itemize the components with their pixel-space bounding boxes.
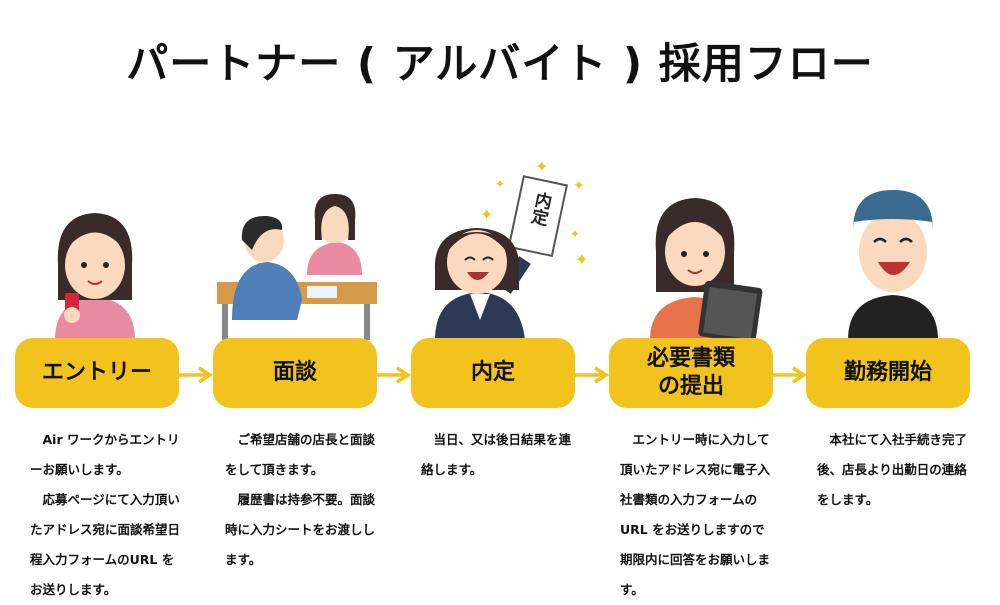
step-interview: 面談 <box>213 338 377 408</box>
description-paragraph: ご希望店舗の店長と面談をして頂きます。 <box>225 432 376 477</box>
interview-illustration <box>217 194 377 340</box>
entry-description: Air ワークからエントリーお願いします。 応募ページにて入力頂いたアドレス宛に… <box>30 425 180 605</box>
documents-illustration <box>650 198 763 340</box>
page-title: パートナー ( アルバイト ) 採用フロー <box>126 39 874 88</box>
description-paragraph: Air ワークからエントリーお願いします。 <box>30 432 180 477</box>
interview-description: ご希望店舗の店長と面談をして頂きます。 履歴書は持参不要。面談時に入力シートをお… <box>225 425 375 575</box>
step-offer: 内定 <box>411 338 575 408</box>
work-start-description: 本社にて入社手続き完了後、店長より出勤日の連絡をします。 <box>817 425 967 515</box>
arrow-right-icon <box>377 366 411 384</box>
description-paragraph: 応募ページにて入力頂いたアドレス宛に面談希望日程入力フォームのURL をお送りし… <box>30 492 181 597</box>
documents-description: エントリー時に入力して頂いたアドレス宛に電子入社書類の入力フォームの URL を… <box>620 425 770 605</box>
step-entry: エントリー <box>15 338 179 408</box>
step-documents: 必要書類 の提出 <box>609 338 773 408</box>
description-paragraph: 本社にて入社手続き完了後、店長より出勤日の連絡をします。 <box>817 432 968 507</box>
svg-text:✦: ✦ <box>495 177 505 191</box>
entry-illustration <box>55 213 135 340</box>
svg-text:✦: ✦ <box>575 250 588 269</box>
description-paragraph: エントリー時に入力して頂いたアドレス宛に電子入社書類の入力フォームの URL を… <box>620 432 771 597</box>
description-paragraph: 当日、又は後日結果を連絡します。 <box>421 432 572 477</box>
arrow-right-icon <box>179 366 213 384</box>
offer-illustration: ✦ ✦ ✦ ✦ ✦ ✦ 内定 <box>434 160 588 340</box>
svg-text:✦: ✦ <box>480 205 493 224</box>
offer-description: 当日、又は後日結果を連絡します。 <box>421 425 571 485</box>
arrow-right-icon <box>773 366 807 384</box>
svg-text:✦: ✦ <box>573 178 585 194</box>
work-start-illustration <box>848 190 938 340</box>
svg-text:✦: ✦ <box>535 160 548 176</box>
arrow-right-icon <box>575 366 609 384</box>
description-paragraph: 履歴書は持参不要。面談時に入力シートをお渡しします。 <box>225 492 376 567</box>
svg-text:✦: ✦ <box>570 227 580 241</box>
step-work-start: 勤務開始 <box>806 338 970 408</box>
